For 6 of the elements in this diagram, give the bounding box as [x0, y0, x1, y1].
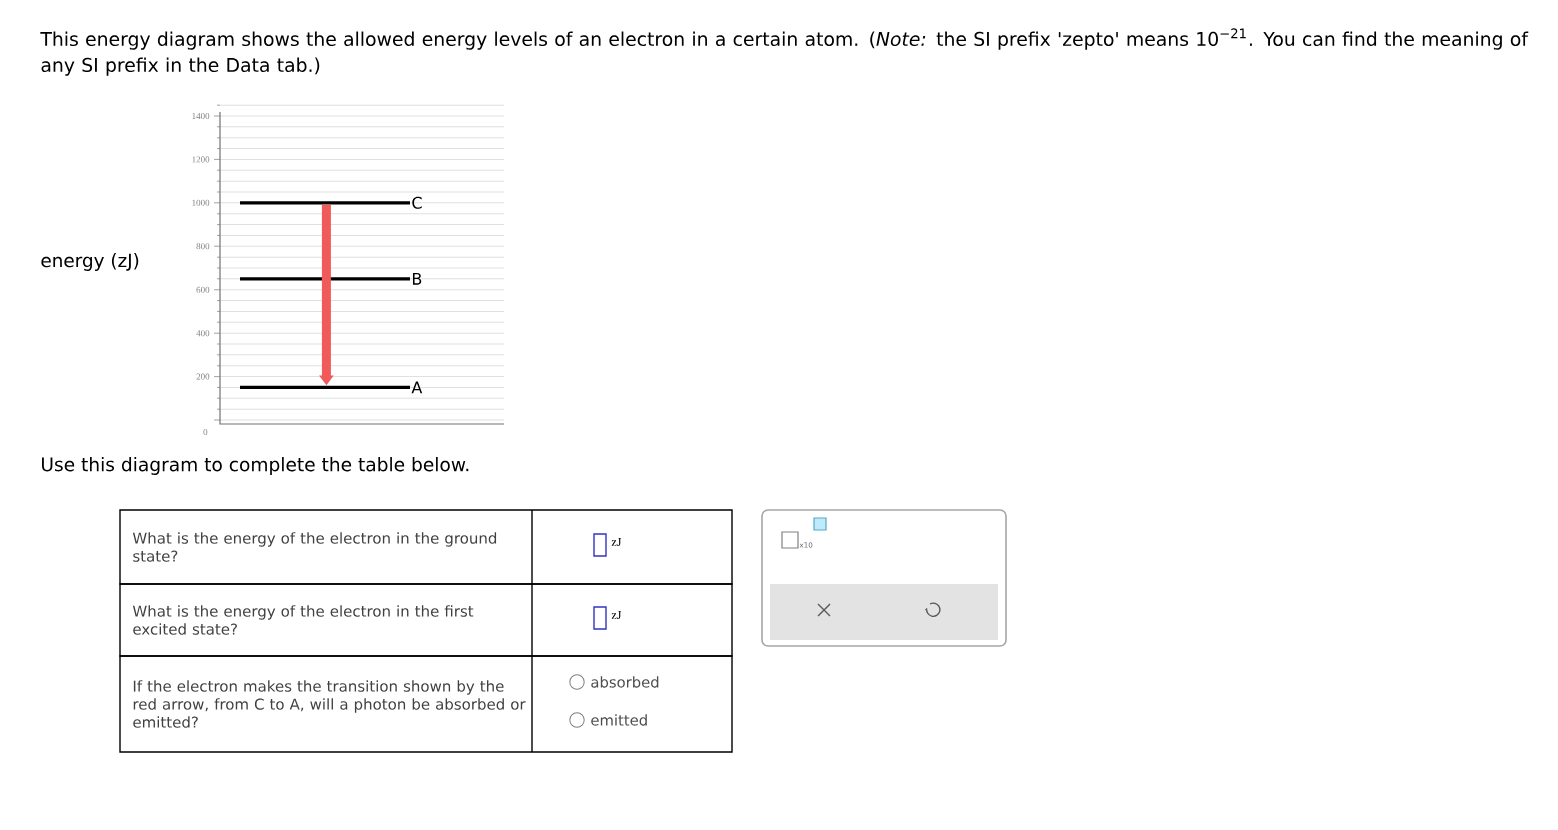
axis-title: energy (zJ)	[41, 253, 139, 271]
energy-level: C	[240, 196, 422, 209]
instruction-text: Use this diagram to complete the table below.	[42, 457, 469, 475]
instruction-text: This energy diagram shows the allowed energy levels of an electron in a certain atom. (Note: the SI prefix 'zepto' means 10$^{−21}$. You can find the meaning of any SI prefix in the Data tab.)	[40, 28, 1529, 76]
energy-level: A	[240, 381, 423, 394]
energy-level: B	[240, 272, 422, 285]
